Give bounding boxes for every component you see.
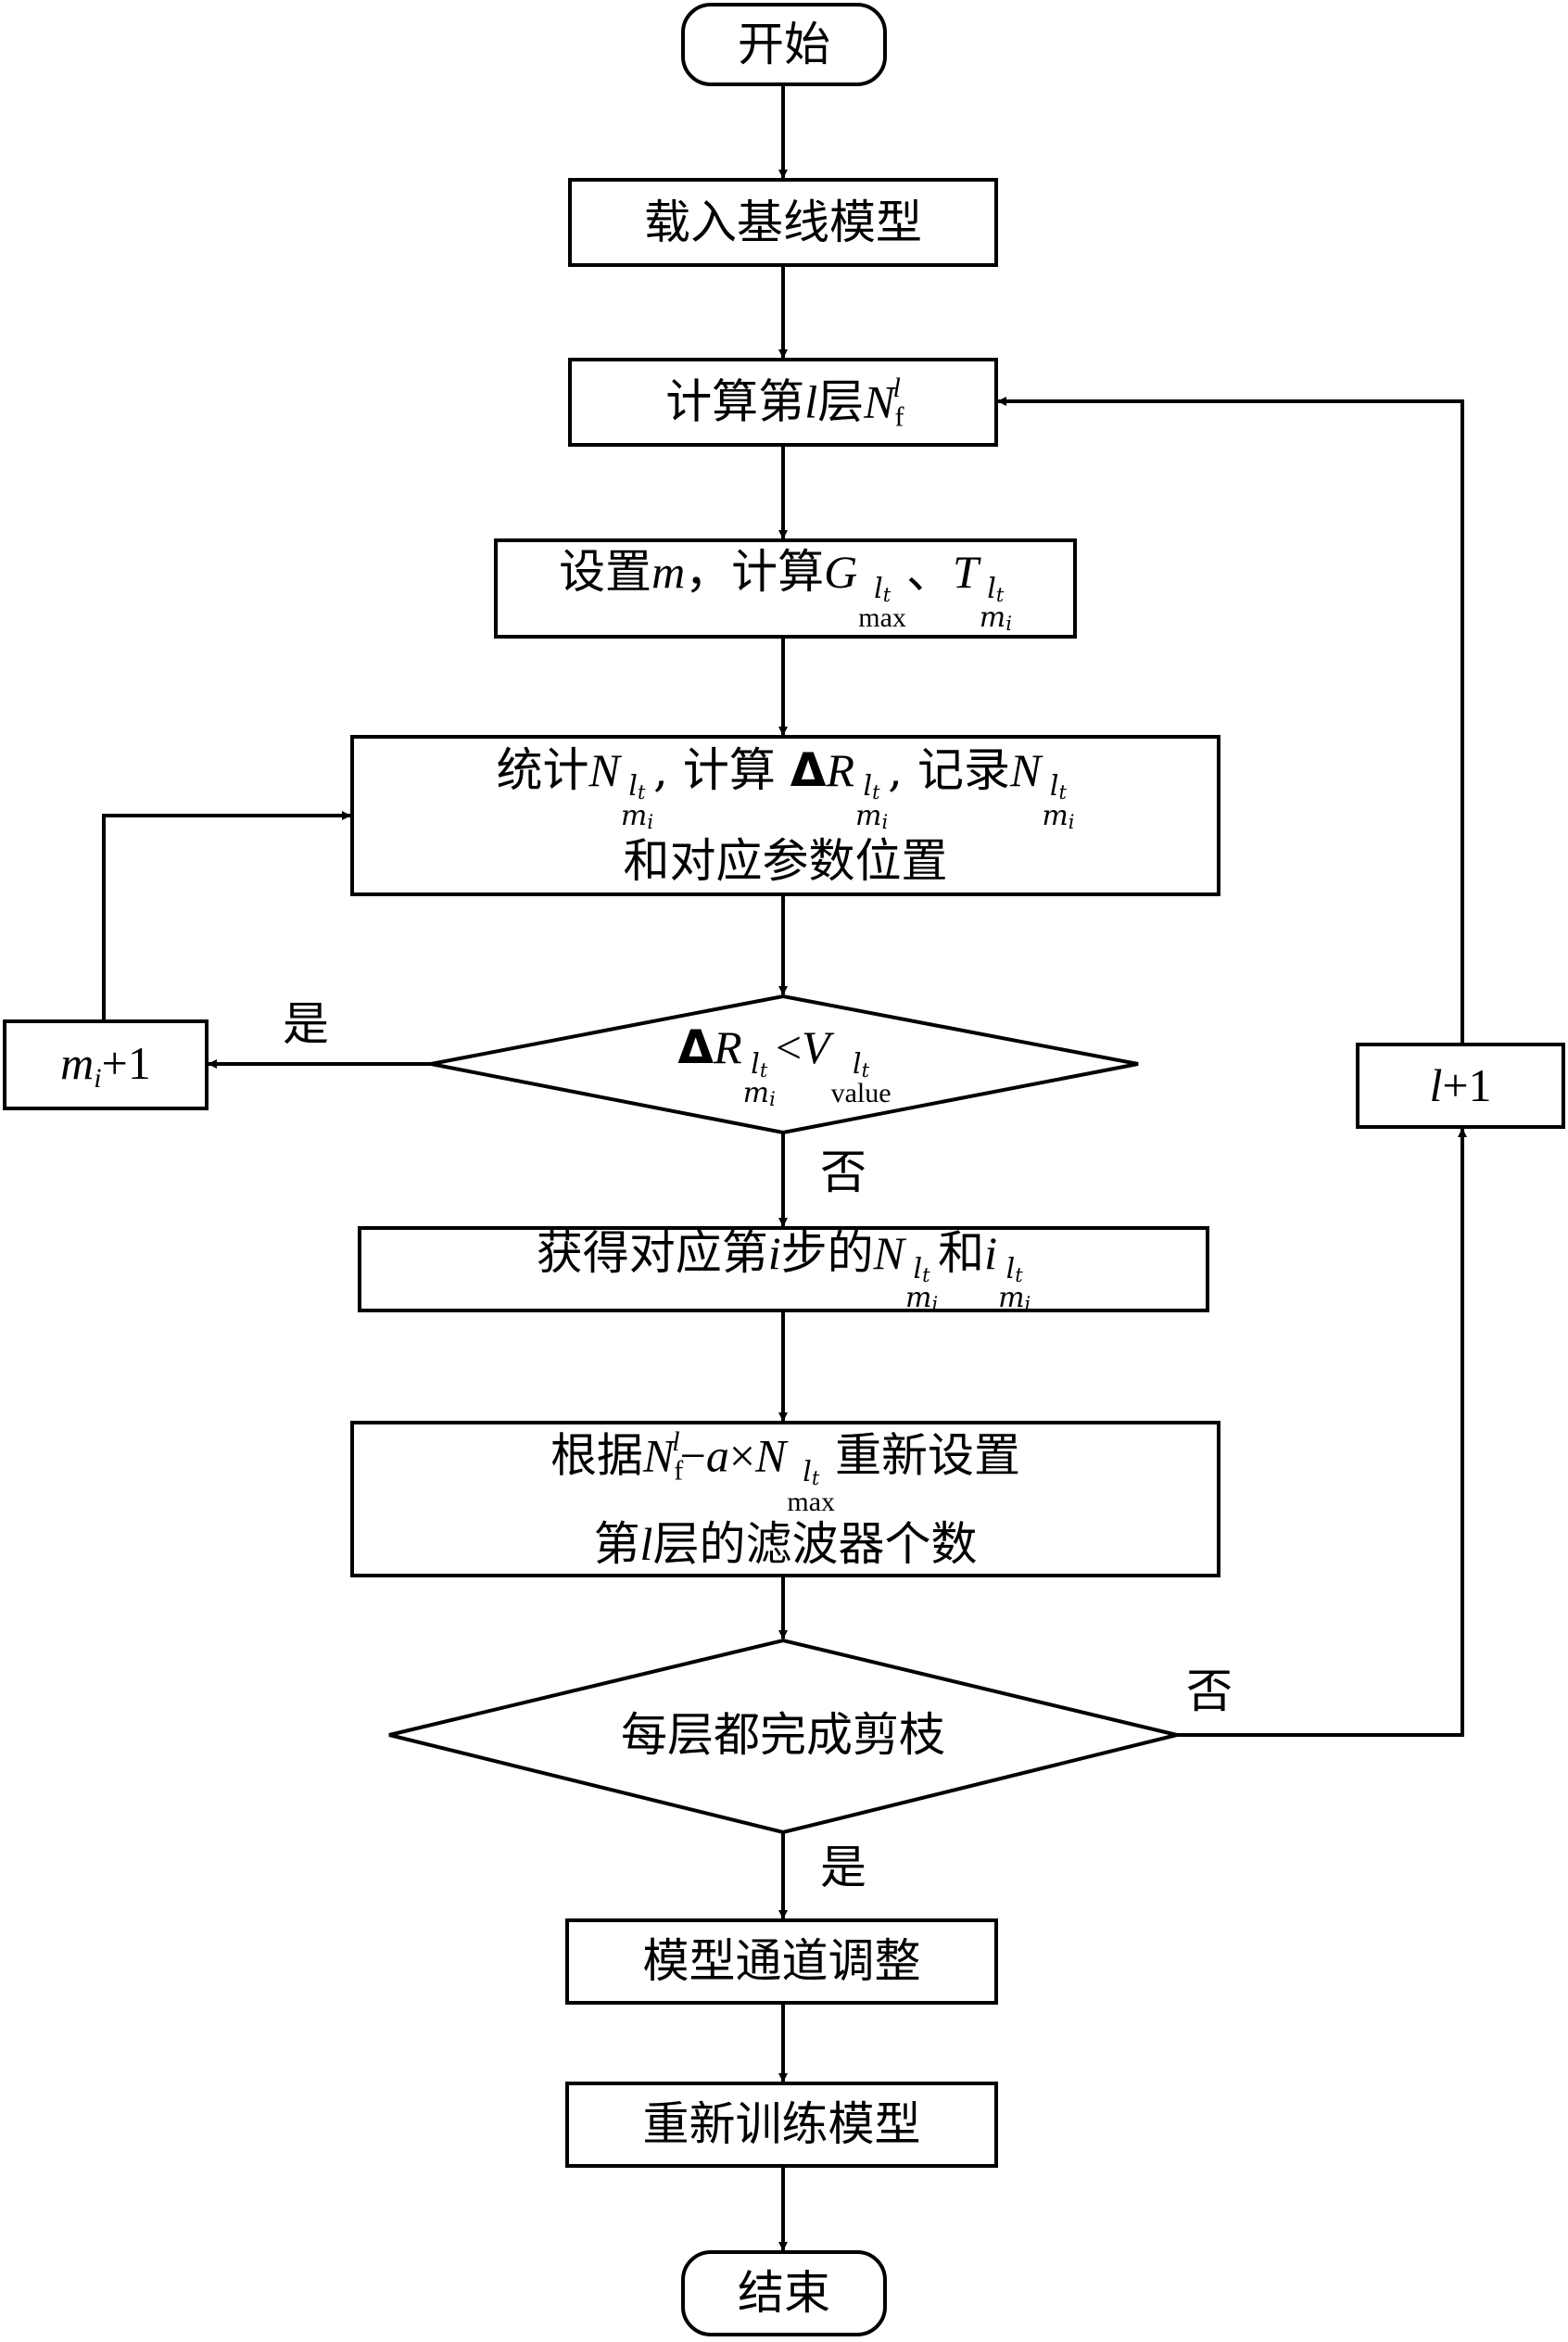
end-terminal bbox=[681, 2250, 887, 2336]
adjust-label: 模型通道调整 bbox=[642, 1934, 921, 1989]
load-label: 载入基线模型 bbox=[644, 195, 922, 249]
calc-nf-label: 计算第l层Nfl bbox=[665, 372, 904, 433]
set-m-box bbox=[494, 538, 1077, 639]
edge-label-no-cond1: 否 bbox=[820, 1146, 866, 1199]
arrow-cond2-lplus bbox=[1177, 1128, 1467, 1737]
stat-box bbox=[350, 735, 1220, 896]
start-label: 开始 bbox=[738, 17, 830, 71]
reset-box bbox=[350, 1421, 1220, 1577]
retrain-label: 重新训练模型 bbox=[642, 2097, 921, 2152]
mi-plus-label: mi+1 bbox=[60, 1036, 151, 1094]
arrow-mi-stat bbox=[102, 811, 351, 1021]
arrow-lplus-calc bbox=[997, 397, 1464, 1044]
cond2-label: 每层都完成剪枝 bbox=[621, 1708, 945, 1763]
edge-label-no-cond2: 否 bbox=[1186, 1665, 1233, 1718]
edge-label-yes-cond2: 是 bbox=[820, 1841, 866, 1894]
cond1-diamond bbox=[430, 994, 1139, 1135]
end-label: 结束 bbox=[738, 2266, 830, 2321]
l-plus-label: l+1 bbox=[1429, 1059, 1492, 1112]
edge-label-yes-cond1: 是 bbox=[283, 997, 329, 1051]
